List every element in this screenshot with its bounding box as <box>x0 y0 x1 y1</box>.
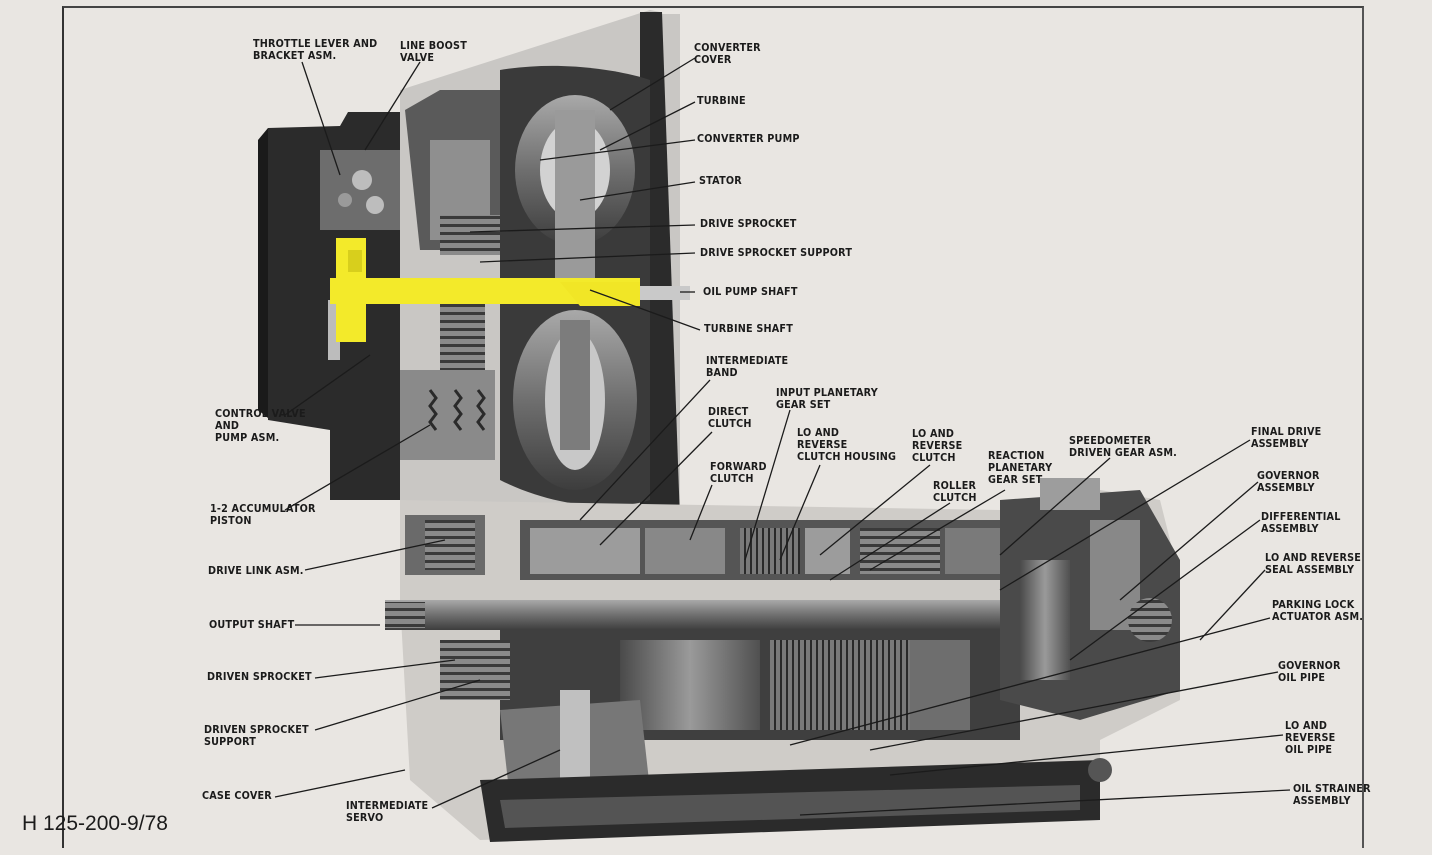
label-throttle-lever: THROTTLE LEVER AND BRACKET ASM. <box>253 38 378 62</box>
case-housing-lower <box>385 490 1180 842</box>
label-control-valve: CONTROL VALVE AND PUMP ASM. <box>215 408 306 444</box>
label-final-drive: FINAL DRIVE ASSEMBLY <box>1251 426 1322 450</box>
label-differential: DIFFERENTIAL ASSEMBLY <box>1261 511 1341 535</box>
label-direct-clutch: DIRECT CLUTCH <box>708 406 752 430</box>
label-speedometer: SPEEDOMETER DRIVEN GEAR ASM. <box>1069 435 1178 459</box>
label-output-shaft: OUTPUT SHAFT <box>209 619 295 631</box>
label-turbine: TURBINE <box>697 95 746 107</box>
label-drive-sprocket: DRIVE SPROCKET <box>700 218 797 230</box>
label-lo-reverse-oil-pipe: LO AND REVERSE OIL PIPE <box>1285 720 1336 756</box>
label-driven-sprocket: DRIVEN SPROCKET <box>207 671 312 683</box>
label-converter-pump: CONVERTER PUMP <box>697 133 800 145</box>
label-accumulator: 1-2 ACCUMULATOR PISTON <box>210 503 316 527</box>
label-stator: STATOR <box>699 175 742 187</box>
label-reaction-planetary: REACTION PLANETARY GEAR SET <box>988 450 1053 486</box>
label-lo-reverse-seal: LO AND REVERSE SEAL ASSEMBLY <box>1265 552 1362 576</box>
label-oil-pump-shaft: OIL PUMP SHAFT <box>703 286 798 298</box>
label-lo-reverse-clutch-housing: LO AND REVERSE CLUTCH HOUSING <box>797 427 897 463</box>
label-line-boost-valve: LINE BOOST VALVE <box>400 40 467 64</box>
final-drive-assembly <box>1000 478 1180 782</box>
label-intermediate-band: INTERMEDIATE BAND <box>706 355 789 379</box>
label-intermediate-servo: INTERMEDIATE SERVO <box>346 800 429 824</box>
label-governor-asm: GOVERNOR ASSEMBLY <box>1257 470 1320 494</box>
label-converter-cover: CONVERTER COVER <box>694 42 761 66</box>
leader-lines <box>274 57 1291 816</box>
label-oil-strainer: OIL STRAINER ASSEMBLY <box>1293 783 1371 807</box>
label-case-cover: CASE COVER <box>202 790 272 802</box>
label-turbine-shaft: TURBINE SHAFT <box>704 323 793 335</box>
label-input-planetary: INPUT PLANETARY GEAR SET <box>776 387 878 411</box>
label-governor-oil-pipe: GOVERNOR OIL PIPE <box>1278 660 1341 684</box>
label-roller-clutch: ROLLER CLUTCH <box>933 480 977 504</box>
label-drive-link: DRIVE LINK ASM. <box>208 565 304 577</box>
label-forward-clutch: FORWARD CLUTCH <box>710 461 767 485</box>
label-parking-lock: PARKING LOCK ACTUATOR ASM. <box>1272 599 1364 623</box>
label-lo-reverse-clutch: LO AND REVERSE CLUTCH <box>912 428 963 464</box>
drive-sprocket <box>440 215 500 370</box>
label-drive-sprocket-support: DRIVE SPROCKET SUPPORT <box>700 247 853 259</box>
page-border <box>62 6 1364 848</box>
oil-pump-shaft-highlight <box>330 238 690 342</box>
label-driven-sprocket-support: DRIVEN SPROCKET SUPPORT <box>204 724 309 748</box>
accumulator-piston <box>400 370 495 460</box>
figure-id: H 125-200-9/78 <box>22 812 168 835</box>
